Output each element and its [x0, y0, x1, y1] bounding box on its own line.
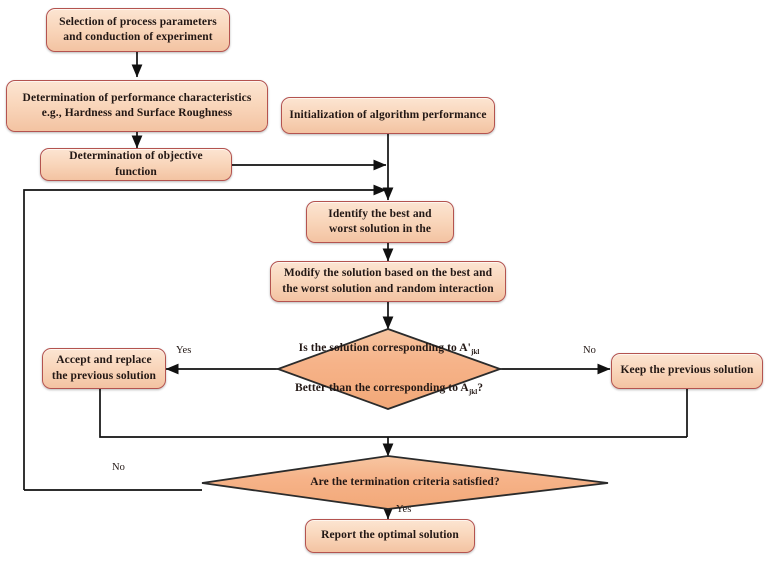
node-label: Modify the solution based on the best an… [282, 267, 494, 295]
decision-compare-line2: Better than the corresponding to Ajkl? [294, 382, 484, 397]
node-label: Selection of process parameters and cond… [59, 15, 217, 43]
decision-compare-text-wrap[interactable]: Is the solution corresponding to A'jkl B… [278, 329, 500, 409]
node-report-the-optimal-solution[interactable]: Report the optimal solution [305, 519, 475, 553]
edge-label-yes-left: Yes [176, 345, 192, 356]
decision-termination-label: Are the termination criteria satisfied? [310, 465, 500, 500]
node-label: Report the optimal solution [321, 529, 459, 542]
node-keep-the-previous-solution[interactable]: Keep the previous solution [611, 353, 763, 389]
subscript-jkl-2: jkl [468, 388, 478, 397]
decision-compare-line1: Is the solution corresponding to A'jkl [298, 342, 480, 357]
node-initialization-of-algorithm-performance[interactable]: Initialization of algorithm performance [281, 97, 495, 134]
node-label: Initialization of algorithm performance [289, 108, 487, 121]
decision-termination-line1: Are the termination criteria satisfied? [310, 475, 500, 488]
node-accept-and-replace-previous-solution[interactable]: Accept and replace the previous solution [42, 348, 166, 389]
node-selection-of-process-parameters[interactable]: Selection of process parameters and cond… [46, 8, 230, 52]
node-label: Determination of objective function [69, 150, 203, 178]
edge-label-no-right: No [583, 345, 596, 356]
node-label: Determination of performance characteris… [22, 91, 252, 119]
node-label: Keep the previous solution [620, 364, 754, 377]
edge-label-yes-bottom: Yes [396, 504, 412, 515]
decision-compare-label: Is the solution corresponding to A'jkl B… [295, 332, 483, 407]
node-label: Accept and replace the previous solution [51, 354, 157, 382]
edge-label-no-bottom: No [112, 462, 125, 473]
node-determination-of-performance-characteristics[interactable]: Determination of performance characteris… [6, 80, 268, 132]
decision-termination-text-wrap[interactable]: Are the termination criteria satisfied? [202, 456, 608, 509]
node-determination-of-objective-function[interactable]: Determination of objective function [40, 148, 232, 181]
node-identify-best-and-worst-solution[interactable]: Identify the best and worst solution in … [306, 201, 454, 243]
subscript-jkl-1: jkl [470, 348, 480, 357]
node-label: Identify the best and worst solution in … [328, 207, 432, 235]
node-modify-the-solution[interactable]: Modify the solution based on the best an… [270, 261, 506, 302]
